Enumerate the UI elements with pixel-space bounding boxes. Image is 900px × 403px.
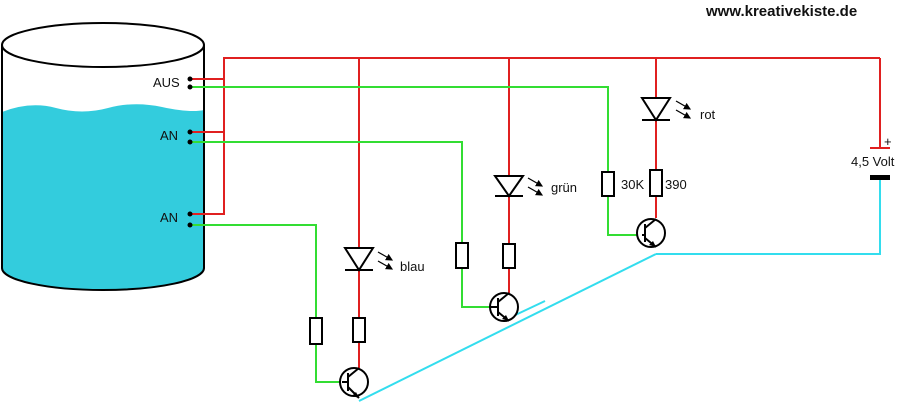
battery (870, 147, 890, 180)
resistor-led-green (502, 243, 516, 269)
led-green (493, 175, 544, 198)
label-aus: AUS (153, 75, 180, 90)
water-tank (1, 22, 205, 291)
transistor-red (636, 218, 666, 248)
resistor-base-red (601, 171, 615, 197)
label-rot: rot (700, 107, 716, 122)
resistor-base-green (455, 242, 469, 269)
ground-wires (358, 178, 881, 402)
led-blue (343, 247, 394, 272)
water-fill (2, 104, 204, 290)
battery-plus-sign: + (884, 134, 892, 149)
led-red (640, 97, 692, 122)
label-gruen: grün (551, 180, 577, 195)
label-30k: 30K (621, 177, 644, 192)
label-390: 390 (665, 177, 687, 192)
site-url: www.kreativekiste.de (705, 3, 857, 20)
resistor-base-blue (309, 317, 323, 345)
resistor-led-red (649, 169, 663, 197)
plus-wires (189, 57, 881, 368)
sense-wires (189, 86, 642, 383)
label-blau: blau (400, 259, 425, 274)
tank-top-rim (1, 22, 205, 68)
resistors (309, 169, 663, 345)
transistor-green (489, 292, 519, 322)
tank-bottom-arc (1, 267, 205, 291)
label-an-low: AN (160, 210, 178, 225)
battery-voltage: 4,5 Volt (851, 154, 895, 169)
label-an-mid: AN (160, 128, 178, 143)
resistor-led-blue (352, 317, 366, 343)
transistor-blue (339, 367, 369, 399)
tank-contacts (187, 76, 193, 228)
